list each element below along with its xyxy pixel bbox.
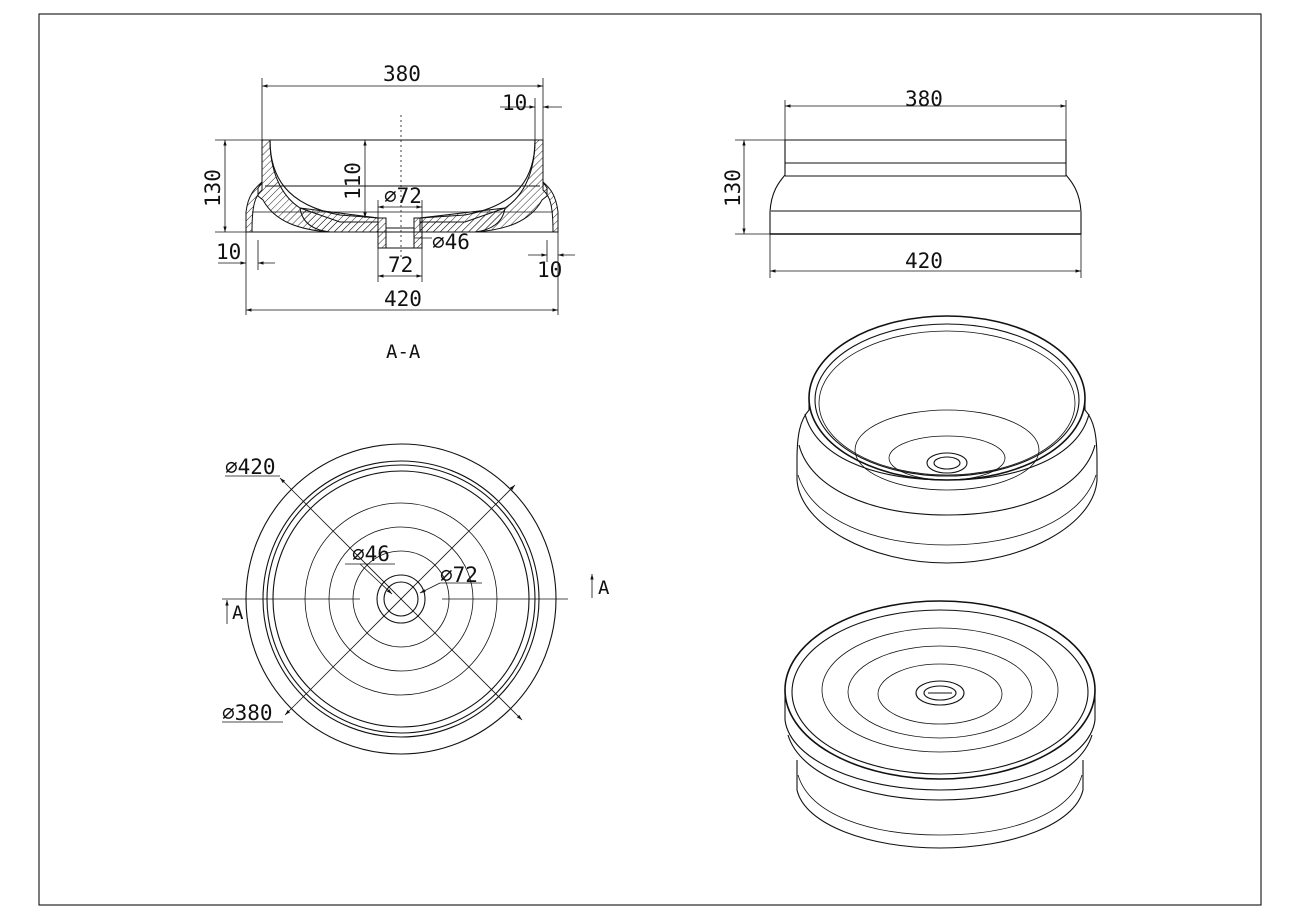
side-height-label: 130 <box>721 169 745 207</box>
side-view: 380 130 420 <box>721 87 1082 278</box>
top-section-mark-right: A <box>598 577 610 599</box>
top-inner-dia-label: ⌀380 <box>222 701 273 725</box>
section-wall-right-label: 10 <box>537 258 562 282</box>
section-depth-label: 110 <box>341 162 365 200</box>
iso-view-lower <box>784 600 1096 849</box>
section-height-label: 130 <box>201 169 225 207</box>
side-base-width-label: 420 <box>905 249 943 273</box>
top-drain-inner-label: ⌀46 <box>352 542 390 566</box>
section-drain-left <box>377 217 387 249</box>
section-skirt-left <box>245 180 263 233</box>
section-drain-outer-label: ⌀72 <box>384 184 422 208</box>
top-view: A A ⌀420 ⌀380 ⌀46 ⌀72 <box>222 443 610 755</box>
section-view: 380 10 130 110 ⌀72 ⌀46 72 10 <box>201 62 575 363</box>
iso-view-upper <box>796 315 1098 564</box>
top-outer-dia-label: ⌀420 <box>225 455 276 479</box>
section-top-width-label: 380 <box>383 62 421 86</box>
top-section-mark-left: A <box>232 602 244 624</box>
drawing-frame <box>38 13 1262 906</box>
top-drain-outer-label: ⌀72 <box>440 563 478 587</box>
section-base-width-label: 420 <box>384 287 422 311</box>
section-skirt-right <box>542 180 559 233</box>
section-rim-thickness-label: 10 <box>502 91 527 115</box>
section-drain-right <box>413 217 423 249</box>
section-wall-left-label: 10 <box>216 240 241 264</box>
section-view-title: A-A <box>386 341 421 363</box>
section-drain-inner-label: ⌀46 <box>432 230 470 254</box>
side-top-width-label: 380 <box>905 87 943 111</box>
section-drain-width-label: 72 <box>388 253 413 277</box>
